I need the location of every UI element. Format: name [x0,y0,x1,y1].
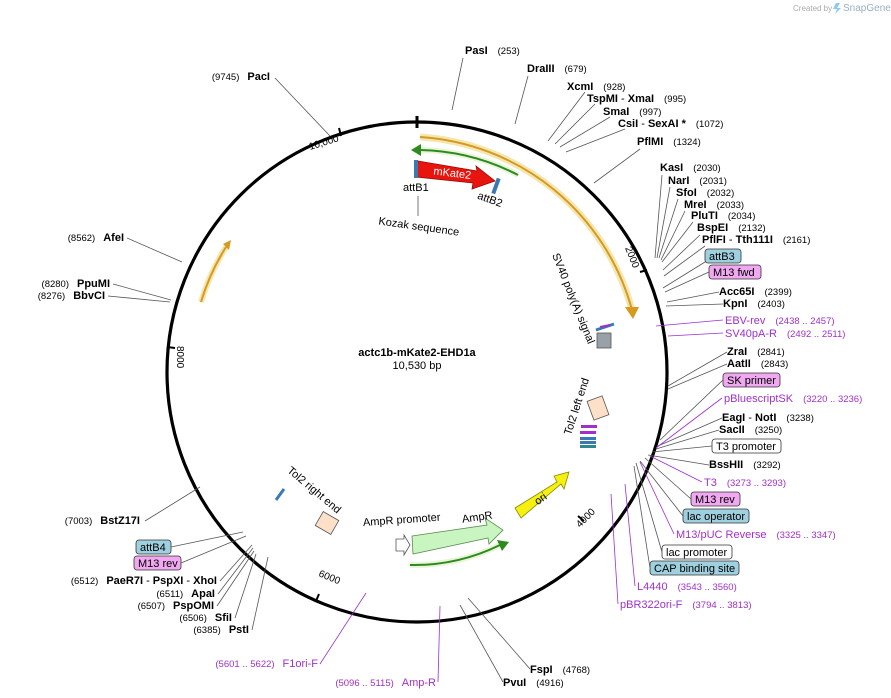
ampr-promoter-feature [395,533,411,557]
mkate2-label: mKate2 [433,165,472,182]
tick-10000-mark [338,127,342,137]
box-attb4: attB4 [140,542,166,554]
enzyme-acc65i: Acc65I(2399) [719,286,792,298]
box-attb3: attB3 [709,251,735,263]
enzyme-csii-sexai: CsiI - SexAI *(1072) [618,118,723,130]
primer-pbr322ori-f: pBR322ori-F(3794 .. 3813) [620,599,752,611]
plasmid-name: actc1b-mKate2-EHD1a [358,347,476,359]
primer-ebv-rev: EBV-rev(2438 .. 2457) [725,315,835,327]
box-lac-operator: lac operator [687,511,745,523]
primer-labels: EBV-rev(2438 .. 2457) SV40pA-R(2492 .. 2… [215,315,862,689]
ampr-promoter-label: AmpR promoter [363,512,442,529]
tick-10000: 10,000 [308,133,341,153]
enzyme-ppumi: (8280)PpuMI [42,278,110,290]
tick-2000-mark [639,269,648,273]
enzyme-kpni: KpnI(2403) [723,298,785,310]
enzyme-nari: NarI(2031) [668,175,727,187]
ampr-label: AmpR [461,510,493,526]
orange-arc-arrow-icon [625,307,639,319]
tick-6000: 6000 [317,569,342,588]
enzyme-sfii: (6506)SfiI [179,612,232,624]
tick-4000: 4000 [574,506,598,530]
ori-label: ori [532,491,549,508]
tick-4000-mark [577,515,585,522]
enzyme-paer7i-pspxi-xhoi: (6512)PaeR7I - PspXI - XhoI [71,575,217,587]
orange-arc-left [198,245,229,303]
enzyme-pflfi-tth111i: PflFI - Tth111I(2161) [702,234,810,246]
enzyme-pvui: PvuI(4916) [503,677,564,689]
enzyme-bsshii: BssHII(3292) [709,459,781,471]
attb1-marker [414,160,418,178]
box-lac-promoter: lac promoter [666,547,727,559]
enzyme-paci: (9745)PacI [212,71,270,83]
attb1-label: attB1 [403,182,429,194]
ori-feature [514,471,570,519]
tol2-right-marker [274,488,286,501]
tick-6000-mark [315,593,320,602]
primer-m13-puc-reverse: M13/pUC Reverse(3325 .. 3347) [676,529,836,541]
enzyme-fspi: FspI(4768) [530,664,590,676]
enzyme-labels-right: PasI(253) DraIII(679) XcmI(928) TspMI - … [465,45,814,689]
enzyme-apai: (6511)ApaI [156,588,215,600]
enzyme-psti: (6385)PstI [193,624,249,636]
primer-pbluescriptsk: pBluescriptSK(3220 .. 3236) [724,393,862,405]
enzyme-pspomi: (6507)PspOMI [138,600,214,612]
snapgene-logo-icon [833,3,841,14]
ampr-feature [411,517,504,555]
attb2-label: attB2 [476,190,504,210]
enzyme-pasi: PasI(253) [465,45,520,57]
primer-lines [319,319,724,683]
enzyme-xcmi: XcmI(928) [567,81,625,93]
watermark-created-by: Created by [793,4,832,13]
enzyme-bstz17i: (7003)BstZ17I [65,515,140,527]
tol2-left-feature [586,395,610,421]
attb2-marker [491,177,501,195]
enzyme-draiii: DraIII(679) [527,63,587,75]
primer-f1ori-f: (5601 .. 5622)F1ori-F [215,658,318,670]
watermark-brand: SnapGene [843,3,891,14]
green-arc-arrow-icon [411,144,421,156]
box-m13-rev-left: M13 rev [138,558,178,570]
enzyme-zrai: ZraI(2841) [727,346,785,358]
enzyme-tspmi-xmai: TspMI - XmaI(995) [587,93,686,105]
tick-8000: 8000 [174,346,185,369]
box-m13-fwd: M13 fwd [713,267,755,279]
enzyme-afei: (8562)AfeI [68,232,124,244]
sv40-feature [596,332,612,349]
primer-t3: T3(3273 .. 3293) [704,477,786,489]
enzyme-pflmi: PflMI(1324) [637,136,701,148]
enzyme-bspei: BspEI(2132) [697,222,766,234]
enzyme-kasi: KasI(2030) [660,162,721,174]
tick-8000-mark [166,346,176,349]
kozak-label: Kozak sequence [378,216,460,239]
tol2-left-markers [580,425,597,448]
orange-arc-sv40 [419,133,636,311]
primer-sv40pa-r: SV40pA-R(2492 .. 2511) [725,328,845,340]
box-cap-binding-site: CAP binding site [654,563,735,575]
leader-lines [107,57,728,683]
enzyme-aatii: AatII(2843) [727,358,788,370]
box-m13-rev-right: M13 rev [695,494,735,506]
tol2-right-feature [314,511,340,535]
enzyme-pluti: PluTI(2034) [691,210,755,222]
enzyme-labels-left: (9745)PacI (8562)AfeI (8280)PpuMI (8276)… [38,71,270,636]
boxed-labels: attB3 M13 fwd SK primer T3 promoter M13 … [133,248,782,576]
tick-2000: 2000 [622,245,641,270]
enzyme-sacii: SacII(3250) [719,424,782,436]
enzyme-smai: SmaI(997) [603,106,661,118]
box-t3-promoter: T3 promoter [716,441,776,453]
plasmid-size: 10,530 bp [393,360,442,372]
tol2-right-label: Tol2 right end [285,465,343,517]
enzyme-eagi-noti: EagI - NotI(3238) [722,412,814,424]
enzyme-mrei: MreI(2033) [684,199,744,211]
primer-l4440: L4440(3543 .. 3560) [637,581,737,593]
enzyme-bbvci: (8276)BbvCI [38,290,105,302]
box-sk-primer: SK primer [727,375,776,387]
sv40-label: SV40 poly(A) signal [549,252,596,346]
primer-amp-r: (5096 .. 5115)Amp-R [335,677,436,689]
enzyme-sfoi: SfoI(2032) [676,187,734,199]
mkate2-feature [415,160,496,190]
